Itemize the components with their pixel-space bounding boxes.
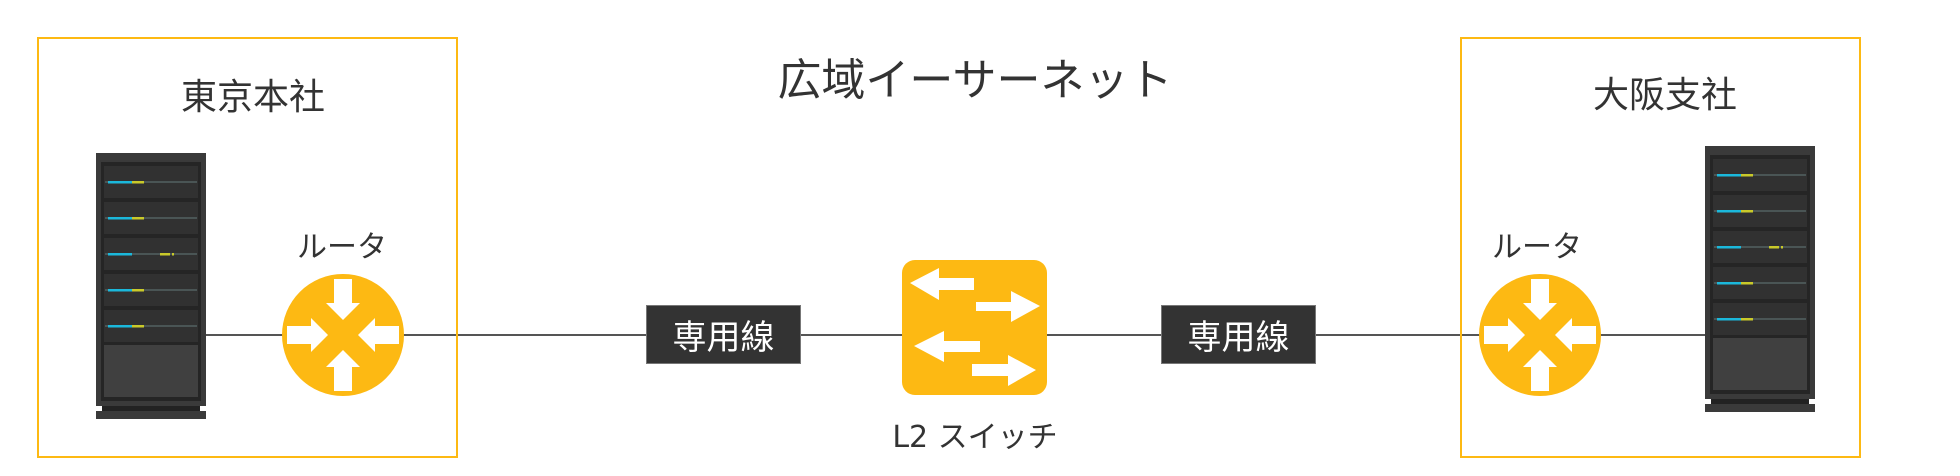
leased-line-label-left: 専用線 xyxy=(646,305,801,364)
server-rack-icon-osaka xyxy=(1705,146,1815,412)
site-box-tokyo xyxy=(37,37,458,458)
router-icon-tokyo xyxy=(282,274,404,396)
network-title: 広域イーサーネット xyxy=(777,55,1173,106)
site-name-tokyo: 東京本社 xyxy=(180,77,326,118)
site-box-osaka xyxy=(1460,37,1861,458)
router-label-osaka: ルータ xyxy=(1492,230,1582,265)
router-label-tokyo: ルータ xyxy=(297,230,387,265)
l2-switch-icon xyxy=(902,260,1047,395)
switch-label: L2 スイッチ xyxy=(892,420,1058,455)
leased-line-label-right: 専用線 xyxy=(1161,305,1316,364)
router-icon-osaka xyxy=(1479,274,1601,396)
server-rack-icon-tokyo xyxy=(96,153,206,419)
site-name-osaka: 大阪支社 xyxy=(1592,75,1738,116)
